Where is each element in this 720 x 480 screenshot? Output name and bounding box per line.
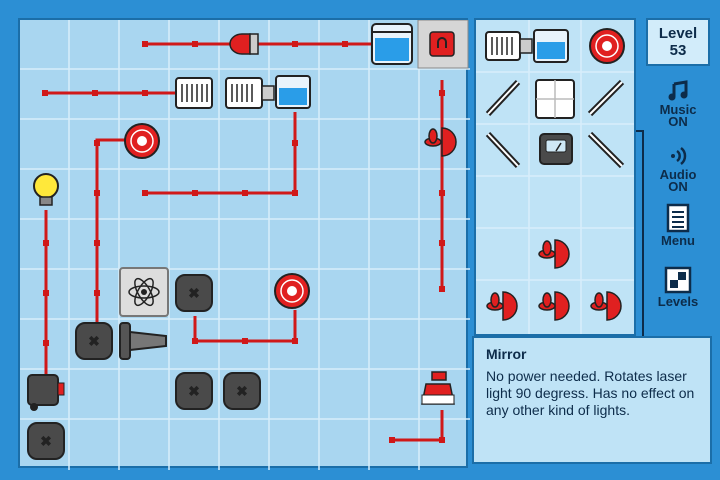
menu-list-icon (666, 203, 690, 233)
blocker-piece[interactable]: ✖ (223, 372, 261, 410)
music-note-icon (668, 80, 688, 101)
music-toggle[interactable]: Music ON (646, 80, 710, 128)
palette-propeller[interactable] (590, 291, 622, 321)
blocker-piece[interactable]: ✖ (27, 422, 65, 460)
light-bulb-piece[interactable] (33, 173, 59, 206)
level-label: Level (658, 25, 698, 42)
palette-mirror[interactable] (484, 78, 522, 118)
music-label: Music (659, 102, 697, 117)
fan-piece[interactable] (124, 123, 160, 159)
generator-piece[interactable] (175, 77, 213, 109)
speaker-icon (671, 147, 687, 165)
palette-propeller[interactable] (538, 239, 570, 269)
palette-meter[interactable] (539, 133, 573, 165)
palette-propeller[interactable] (486, 291, 518, 321)
blocker-piece[interactable]: ✖ (75, 322, 113, 360)
blocker-piece[interactable]: ✖ (175, 274, 213, 312)
power-button-piece[interactable] (417, 20, 469, 69)
music-state: ON (668, 114, 688, 129)
palette-mirror[interactable] (587, 131, 625, 169)
palette-canvas[interactable] (476, 20, 634, 334)
board-grid (20, 20, 470, 470)
levels-grid-icon (664, 266, 692, 294)
menu-label: Menu (661, 233, 695, 248)
wire-joints (42, 41, 445, 443)
game-board[interactable]: ✖ ✖ ✖ ✖ ✖ (18, 18, 470, 470)
audio-label: Audio (659, 167, 697, 182)
info-description: No power needed. Rotates laser light 90 … (486, 368, 695, 418)
svg-text:✖: ✖ (236, 383, 248, 399)
atom-block-piece[interactable] (119, 267, 169, 317)
magnet-piece[interactable] (229, 33, 259, 55)
palette-mirror[interactable] (587, 79, 625, 117)
palette-grid (476, 20, 634, 334)
palette-propeller[interactable] (538, 291, 570, 321)
svg-text:✖: ✖ (88, 333, 100, 349)
propeller-piece[interactable] (424, 127, 457, 157)
svg-text:✖: ✖ (188, 285, 200, 301)
audio-toggle[interactable]: Audio ON (646, 145, 710, 193)
menu-button[interactable]: Menu (646, 203, 710, 247)
info-title: Mirror (486, 346, 527, 362)
palette-fan[interactable] (589, 28, 625, 64)
palette-mirror[interactable] (485, 131, 521, 169)
generator-with-tank-piece[interactable] (225, 75, 311, 109)
level-indicator: Level 53 (646, 18, 710, 66)
level-number: 53 (669, 42, 687, 59)
svg-text:✖: ✖ (40, 433, 52, 449)
parts-palette[interactable] (474, 18, 636, 336)
svg-text:✖: ✖ (188, 383, 200, 399)
switch-box-piece[interactable] (27, 374, 65, 411)
fan-piece[interactable] (274, 273, 310, 309)
info-panel: Mirror No power needed. Rotates laser li… (472, 336, 712, 464)
water-tank-piece[interactable] (371, 23, 413, 65)
palette-pointer-line (636, 130, 644, 132)
audio-state: ON (668, 179, 688, 194)
board-canvas[interactable]: ✖ ✖ ✖ ✖ ✖ (20, 20, 470, 470)
laser-emitter-piece[interactable] (119, 322, 167, 360)
levels-button[interactable]: Levels (646, 266, 710, 308)
palette-splitter[interactable] (535, 79, 575, 119)
blocker-piece[interactable]: ✖ (175, 372, 213, 410)
spray-bottle-piece[interactable] (421, 371, 455, 405)
palette-pointer-line-vertical (642, 130, 644, 336)
palette-generator-tank[interactable] (485, 29, 569, 63)
levels-label: Levels (657, 294, 699, 309)
